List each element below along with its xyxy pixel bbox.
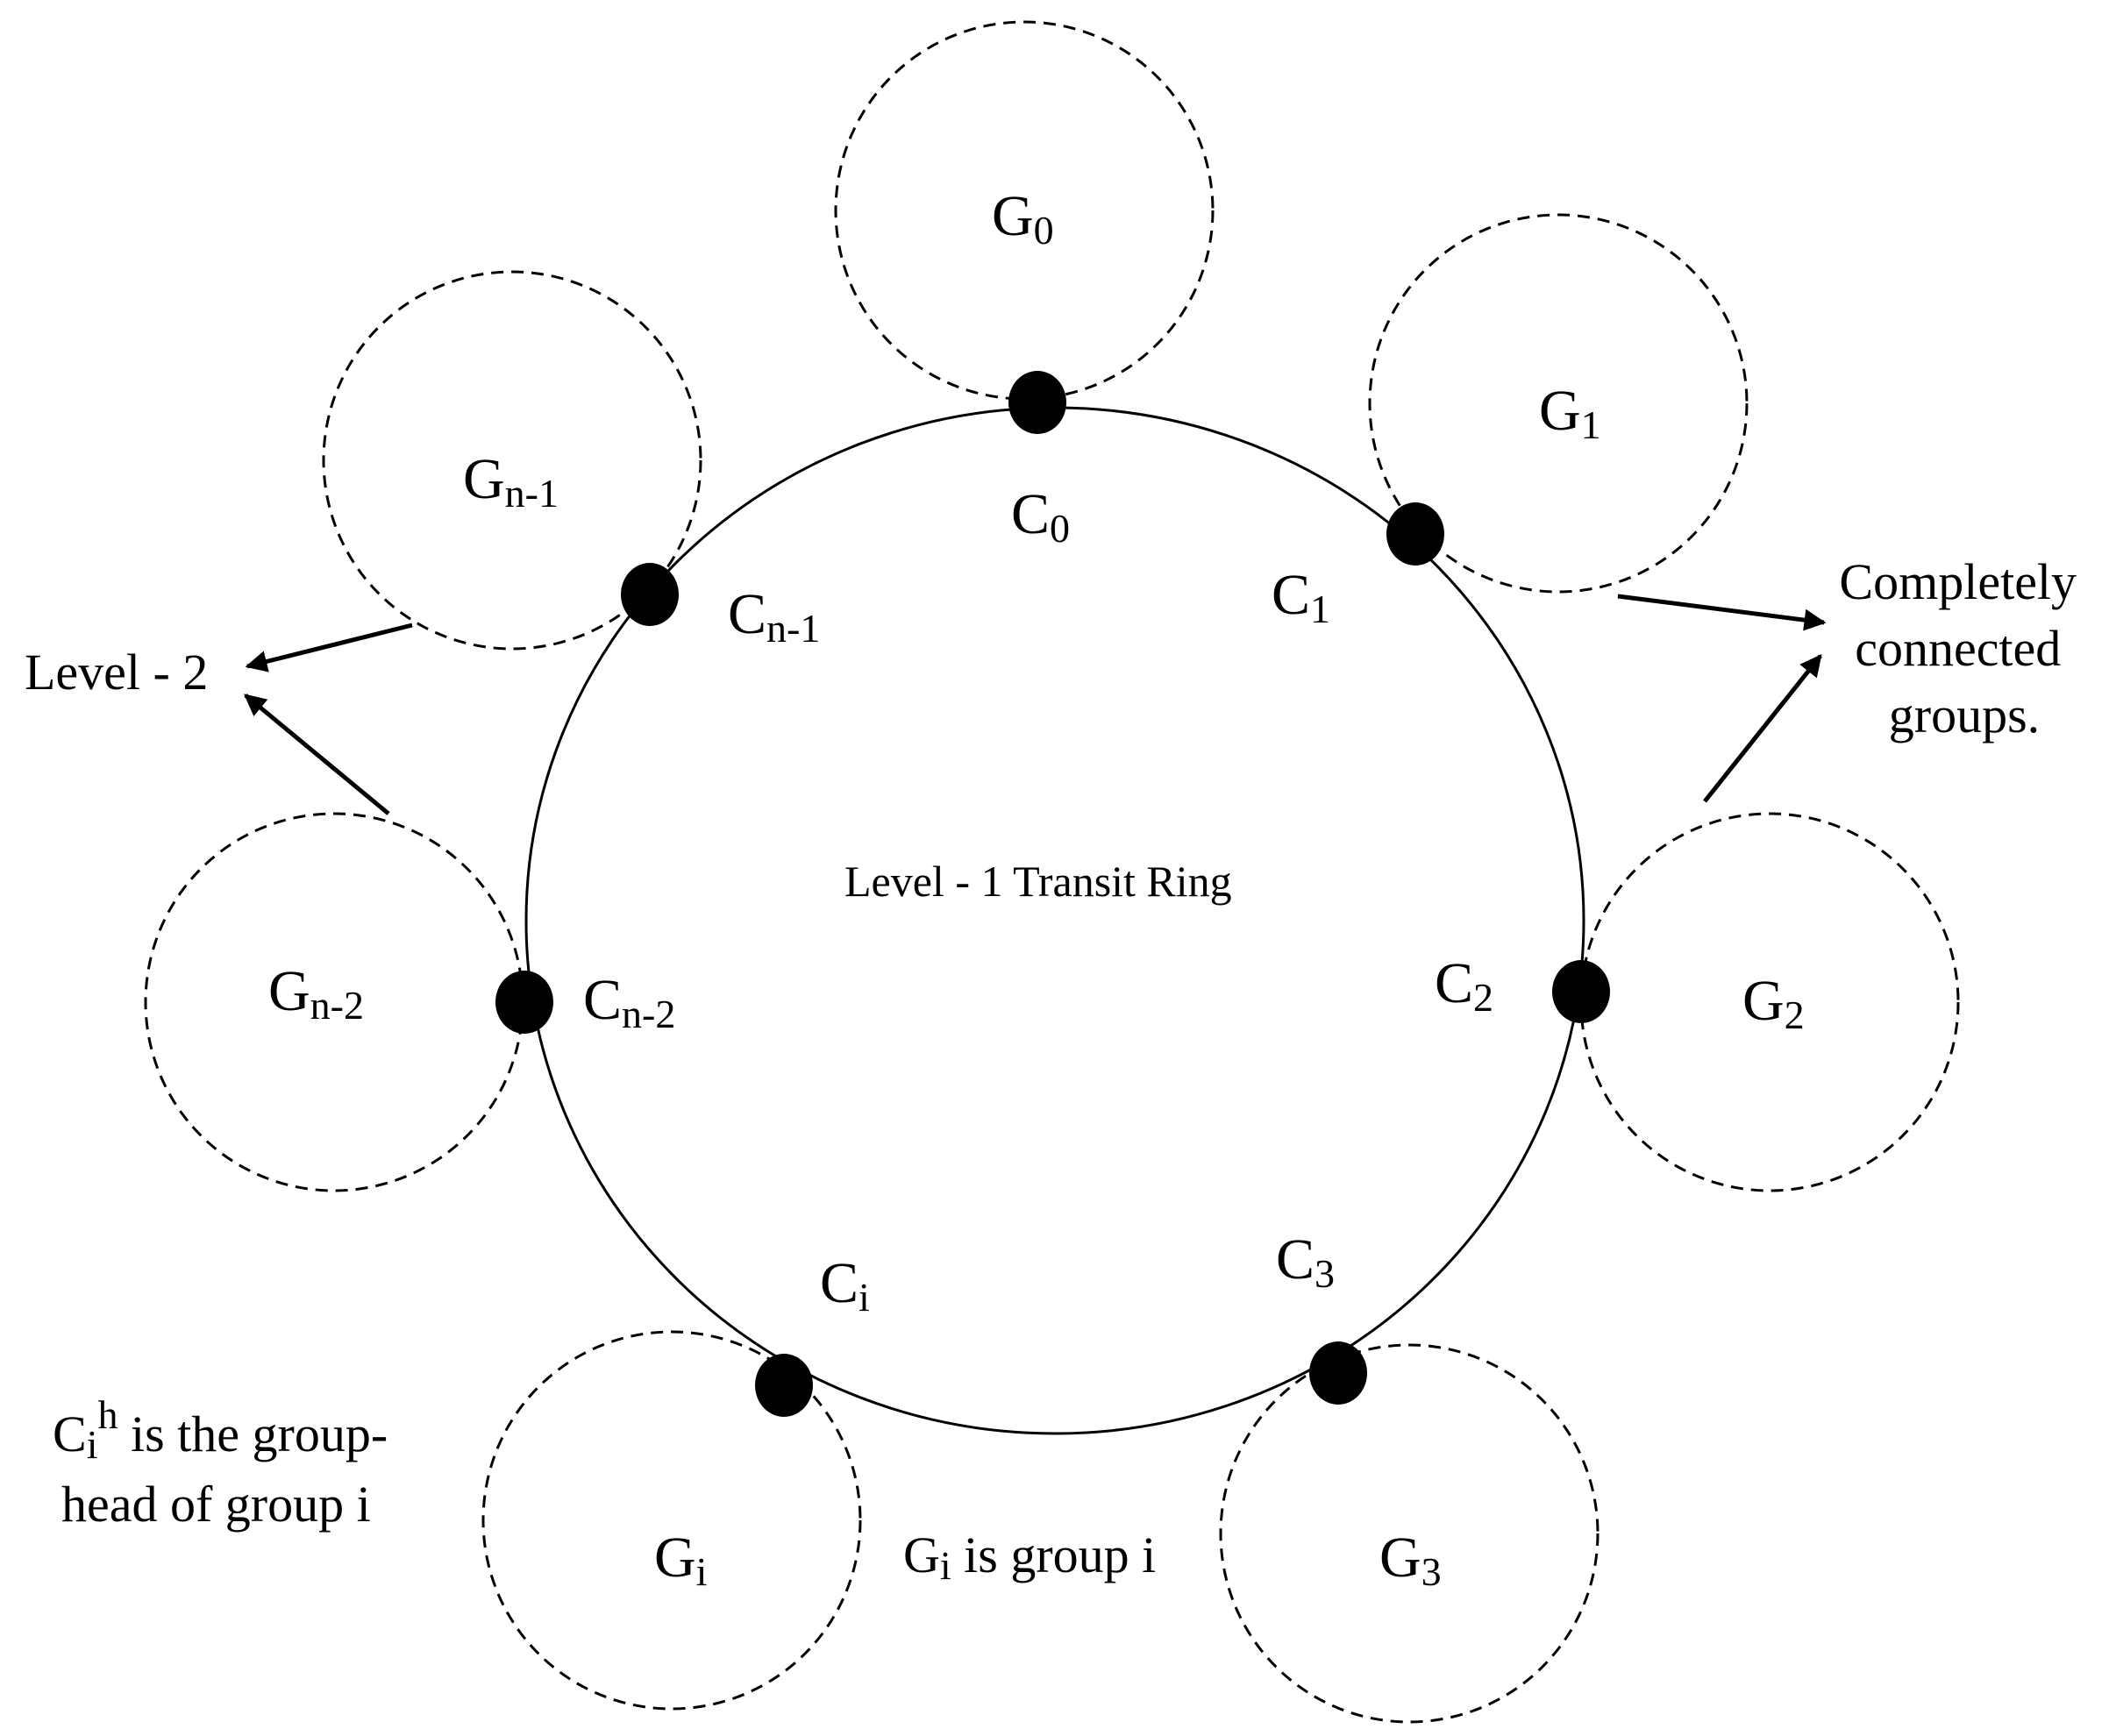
head-label-ci: Ci: [820, 1251, 870, 1320]
completely-connected-label: Completely connected groups.: [1839, 553, 2089, 743]
group-circle-gn-1: [322, 270, 702, 651]
connected-arrow-bottom: [1703, 654, 1822, 803]
group-head-note-line2: head of group i: [61, 1476, 371, 1533]
group-note: Gi is group i: [903, 1526, 1156, 1588]
group-label-g0: G0: [992, 184, 1054, 253]
head-label-cn-2: Cn-2: [583, 968, 675, 1036]
node-c2: [1552, 960, 1610, 1023]
connected-arrow-top: [1617, 594, 1827, 631]
group-head-note: Cih is the group-: [53, 1392, 388, 1467]
node-cn-2: [495, 971, 553, 1034]
group-circle-gi: [481, 1330, 862, 1711]
node-c1: [1386, 502, 1444, 566]
node-c3: [1309, 1341, 1367, 1405]
head-label-c0: C0: [1011, 482, 1070, 551]
head-label-c3: C3: [1276, 1227, 1335, 1296]
group-label-g3: G3: [1379, 1526, 1442, 1594]
group-label-gn-2: Gn-2: [268, 959, 364, 1028]
node-ci: [755, 1354, 813, 1417]
level-2-label: Level - 2: [25, 644, 208, 701]
level-2-arrow-top: [245, 623, 413, 672]
group-label-gi: Gi: [654, 1526, 707, 1594]
group-circle-g0: [834, 20, 1215, 401]
head-label-c1: C1: [1272, 563, 1330, 631]
node-cn-1: [621, 563, 679, 626]
group-label-gn-1: Gn-1: [463, 447, 559, 516]
head-label-cn-1: Cn-1: [728, 582, 820, 651]
node-c0: [1008, 371, 1066, 434]
ring-label: Level - 1 Transit Ring: [844, 857, 1232, 906]
group-label-g1: G1: [1539, 379, 1601, 447]
head-label-c2: C2: [1435, 951, 1493, 1020]
level-2-arrow-bottom: [244, 694, 390, 815]
group-circle-g3: [1219, 1343, 1600, 1724]
group-circle-g1: [1368, 213, 1749, 594]
group-label-g2: G2: [1742, 969, 1805, 1037]
